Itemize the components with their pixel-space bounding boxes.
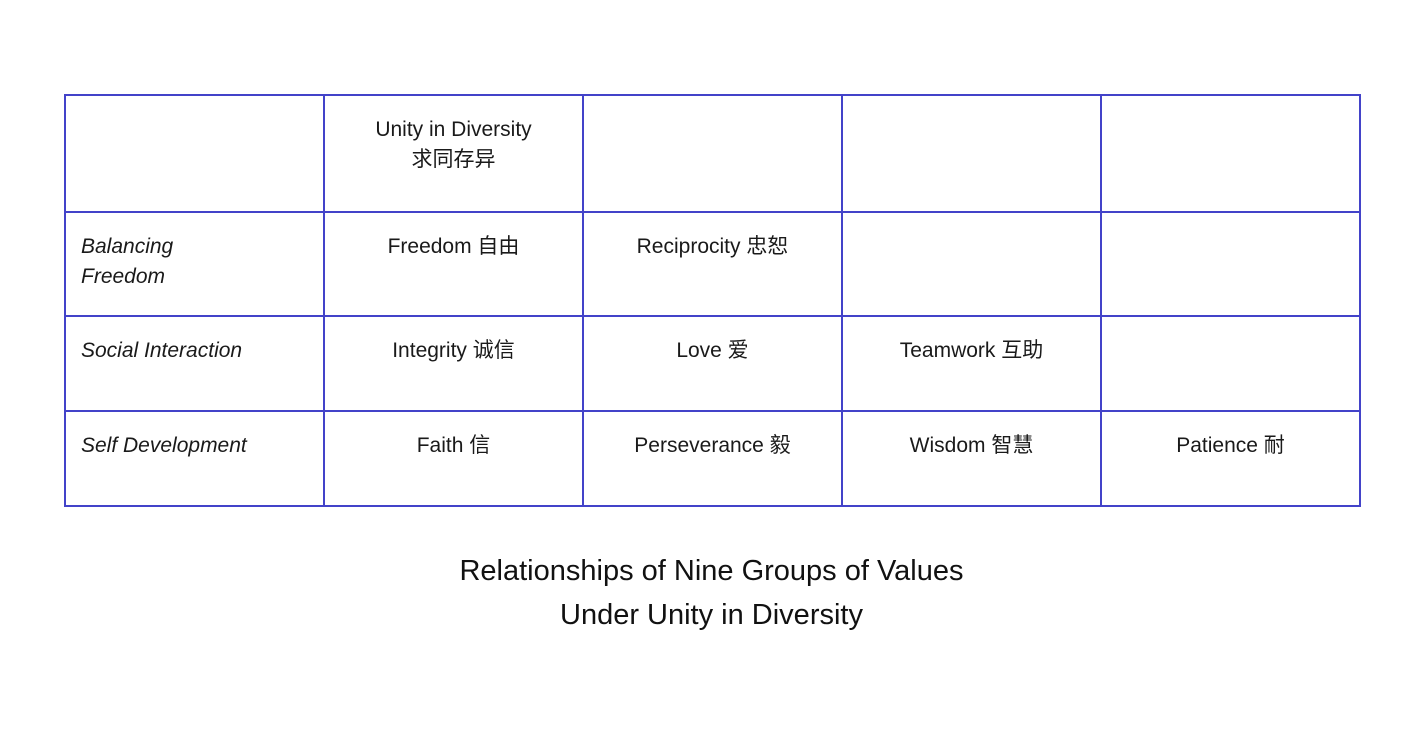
cell-teamwork: Teamwork 互助 (841, 315, 1102, 412)
empty-cell (1100, 94, 1361, 213)
cell-freedom: Freedom 自由 (323, 211, 584, 317)
cell-reciprocity: Reciprocity 忠恕 (582, 211, 843, 317)
empty-cell (1100, 315, 1361, 412)
figure-caption-line1: Relationships of Nine Groups of Values (459, 555, 964, 587)
cell-integrity: Integrity 诚信 (323, 315, 584, 412)
empty-cell (841, 94, 1102, 213)
figure-caption: Relationships of Nine Groups of Values U… (64, 549, 1359, 637)
empty-cell (582, 94, 843, 213)
cell-unity-in-diversity: Unity in Diversity 求同存异 (323, 94, 584, 213)
row-header-balancing-freedom: Balancing Freedom (64, 211, 325, 317)
row-header-social-interaction: Social Interaction (64, 315, 325, 412)
cell-patience: Patience 耐 (1100, 410, 1361, 507)
figure-caption-line2: Under Unity in Diversity (560, 599, 863, 632)
empty-cell (841, 211, 1102, 317)
table-row: Balancing Freedom Freedom 自由 Reciprocity… (64, 211, 1361, 317)
values-table: Unity in Diversity 求同存异 Balancing Freedo… (64, 94, 1361, 507)
table-row: Self Development Faith 信 Perseverance 毅 … (64, 410, 1361, 507)
table-row: Social Interaction Integrity 诚信 Love 爱 T… (64, 315, 1361, 412)
cell-love: Love 爱 (582, 315, 843, 412)
empty-cell (1100, 211, 1361, 317)
cell-perseverance: Perseverance 毅 (582, 410, 843, 507)
empty-cell (64, 94, 325, 213)
cell-wisdom: Wisdom 智慧 (841, 410, 1102, 507)
row-header-self-development: Self Development (64, 410, 325, 507)
table-row: Unity in Diversity 求同存异 (64, 94, 1361, 213)
cell-faith: Faith 信 (323, 410, 584, 507)
